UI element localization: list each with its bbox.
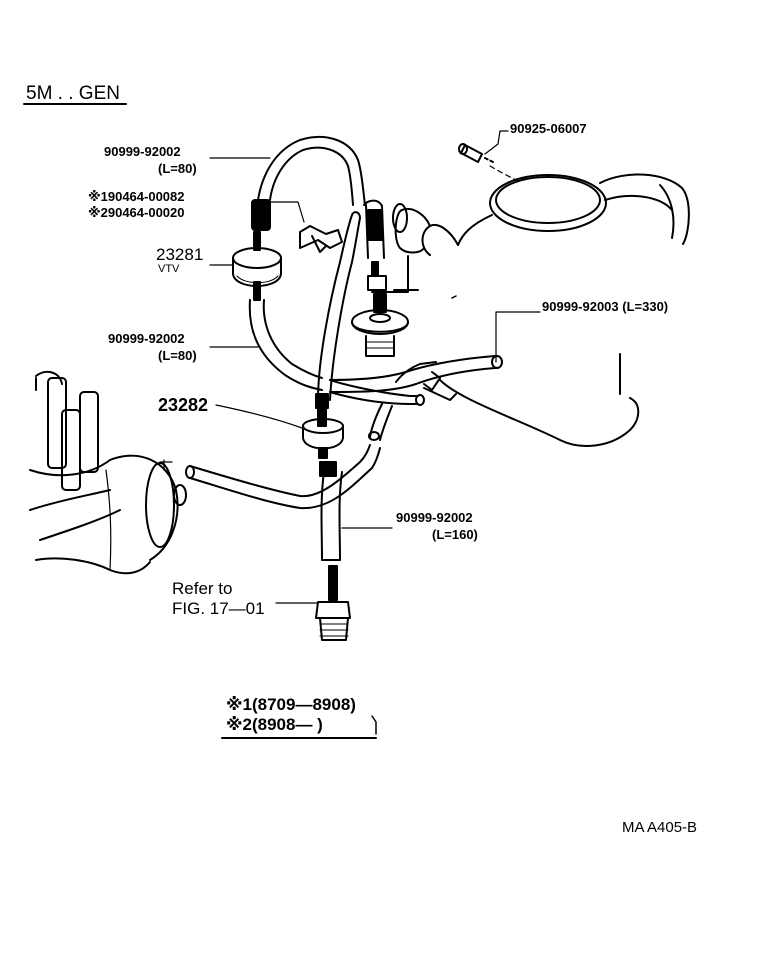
valve: [215, 404, 344, 459]
valve-number: 23282: [158, 395, 209, 415]
hose-distributor: [185, 444, 381, 510]
air-cleaner: [371, 173, 690, 293]
hose-long: [329, 311, 541, 406]
hose-top-length: (L=80): [158, 161, 197, 176]
vtv: [209, 231, 282, 301]
hose-sensor: [363, 199, 387, 291]
hose-right-lower: [368, 403, 393, 441]
refer-line-1: Refer to: [172, 579, 233, 598]
hose-bottom-number: 90999-92002: [396, 510, 473, 525]
hose-long-number: 90999-92003 (L=330): [542, 299, 669, 314]
hose-top: [209, 135, 366, 206]
vtv-name: VTV: [158, 263, 180, 275]
hose-mid: [209, 299, 323, 391]
legend-bracket: [371, 715, 377, 735]
engine-block: [395, 353, 640, 447]
legend-line-2: ※2(8908— ): [226, 715, 323, 734]
distributor: [29, 370, 187, 575]
engine-detail: [451, 295, 457, 299]
plug: [458, 130, 521, 183]
hose-center: [315, 211, 361, 409]
hose-top-number: 90999-92002: [104, 144, 181, 159]
vtv-number: 23281: [156, 245, 204, 264]
hose-bottom-length: (L=160): [432, 527, 478, 542]
engine-label: 5M . . GEN: [26, 83, 120, 104]
figure-code: MA A405-B: [622, 819, 698, 836]
hose-mid-length: (L=80): [158, 348, 197, 363]
clamp: [267, 201, 343, 253]
actuator: [351, 293, 409, 357]
bottom-fitting: [275, 565, 351, 641]
clamp-number-2: ※290464-00020: [88, 205, 185, 220]
legend-line-1: ※1(8709—8908): [226, 695, 356, 714]
clamp-number-1: ※190464-00082: [88, 189, 185, 204]
hose-bottom: [319, 461, 393, 561]
refer-line-2: FIG. 17—01: [172, 599, 265, 618]
plug-number: 90925-06007: [510, 121, 587, 136]
hose-stub-top: [251, 199, 271, 231]
hose-mid-number: 90999-92002: [108, 331, 185, 346]
